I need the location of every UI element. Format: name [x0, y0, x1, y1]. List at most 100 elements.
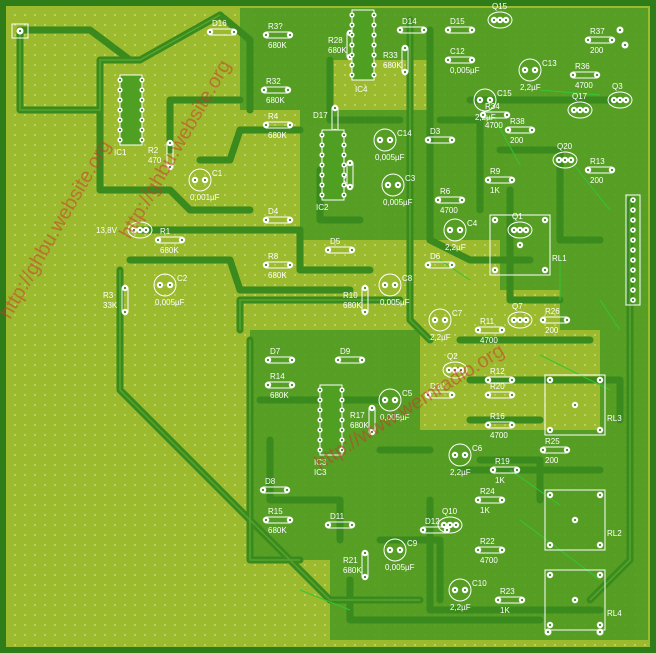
transistor-outline — [552, 151, 578, 169]
drill-hole — [421, 528, 425, 532]
component-label: D15 — [450, 17, 465, 26]
drill-hole — [340, 398, 344, 402]
drill-hole — [548, 573, 552, 577]
drill-hole — [498, 18, 502, 22]
component-d10: D10 — [424, 382, 456, 399]
component-label: Q7 — [512, 302, 523, 311]
component-r12: R12 — [484, 367, 516, 384]
drill-hole — [318, 418, 322, 422]
component-label: R24 — [480, 487, 495, 496]
capacitor-outline — [378, 388, 402, 412]
drill-hole — [342, 163, 346, 167]
capacitor-outline — [473, 88, 497, 112]
component-label: R36 — [575, 62, 590, 71]
component-label: R25 — [545, 437, 560, 446]
drill-hole — [168, 165, 172, 169]
drill-hole — [264, 263, 268, 267]
component-label: C8 — [402, 274, 413, 283]
drill-hole — [491, 468, 495, 472]
component-label: D5 — [330, 237, 341, 246]
component-value: 680K — [268, 526, 287, 535]
component-q7: Q7 — [507, 302, 533, 329]
drill-hole — [264, 218, 268, 222]
component-label: IC4 — [355, 85, 368, 94]
component-label: R34 — [485, 102, 500, 111]
component-r20: R20 — [484, 382, 516, 399]
drill-hole — [426, 138, 430, 142]
drill-hole — [264, 33, 268, 37]
drill-hole — [453, 368, 457, 372]
drill-hole — [318, 398, 322, 402]
drill-hole — [348, 161, 352, 165]
drill-hole — [285, 488, 289, 492]
component-label: C4 — [467, 219, 478, 228]
drill-hole — [132, 228, 136, 232]
component-value: 200 — [545, 456, 559, 465]
drill-hole — [140, 118, 144, 122]
drill-hole — [631, 278, 635, 282]
component-value: 2,2µF — [450, 603, 471, 612]
component-value: 2,2µF — [450, 468, 471, 477]
component-label: R4 — [268, 112, 279, 121]
drill-hole — [350, 523, 354, 527]
drill-hole — [518, 243, 522, 247]
drill-hole — [453, 453, 457, 457]
component-value: 0,005µF — [155, 298, 185, 307]
drill-hole — [573, 403, 577, 407]
drill-hole — [350, 13, 354, 17]
drill-hole — [140, 138, 144, 142]
drill-hole — [436, 198, 440, 202]
drill-hole — [586, 38, 590, 42]
drill-hole — [518, 318, 522, 322]
drill-hole — [372, 33, 376, 37]
drill-hole — [372, 53, 376, 57]
capacitor-outline — [428, 308, 452, 332]
component-d12: D12 — [419, 517, 451, 534]
component-value: 0,005µF — [385, 563, 415, 572]
component-label: R22 — [480, 537, 495, 546]
drill-hole — [598, 428, 602, 432]
drill-hole — [140, 128, 144, 132]
drill-hole — [486, 178, 490, 182]
component-label: C9 — [407, 539, 418, 548]
transistor-outline — [607, 91, 633, 109]
drill-hole — [208, 30, 212, 34]
component-label: R13 — [590, 157, 605, 166]
drill-hole — [500, 548, 504, 552]
component-label: R3 — [103, 291, 114, 300]
drill-hole — [488, 98, 492, 102]
drill-hole — [500, 498, 504, 502]
drill-hole — [372, 23, 376, 27]
component-value: 2,2µF — [520, 83, 541, 92]
component-label: D11 — [330, 512, 345, 521]
component-rl3: RL3 — [544, 374, 622, 436]
drill-hole — [123, 286, 127, 290]
component-label: C14 — [397, 129, 412, 138]
component-label: Q3 — [612, 82, 623, 91]
component-d16: D16 — [206, 19, 238, 36]
drill-hole — [350, 248, 354, 252]
transistor-outline — [567, 101, 593, 119]
component-value: 0,005µF — [380, 413, 410, 422]
drill-hole — [443, 318, 447, 322]
drill-hole — [118, 88, 122, 92]
component-label: C1 — [212, 169, 223, 178]
drill-hole — [158, 283, 162, 287]
drill-hole — [598, 493, 602, 497]
component-label: C2 — [177, 274, 188, 283]
drill-hole — [320, 153, 324, 157]
component-value: 2,2µF — [430, 333, 451, 342]
component-value: 0,005µF — [383, 198, 413, 207]
component-c4: C42,2µF — [443, 218, 478, 252]
component-label: R15 — [268, 507, 283, 516]
drill-hole — [458, 228, 462, 232]
component-value: IC3 — [314, 468, 327, 477]
drill-hole — [520, 598, 524, 602]
drill-hole — [118, 118, 122, 122]
